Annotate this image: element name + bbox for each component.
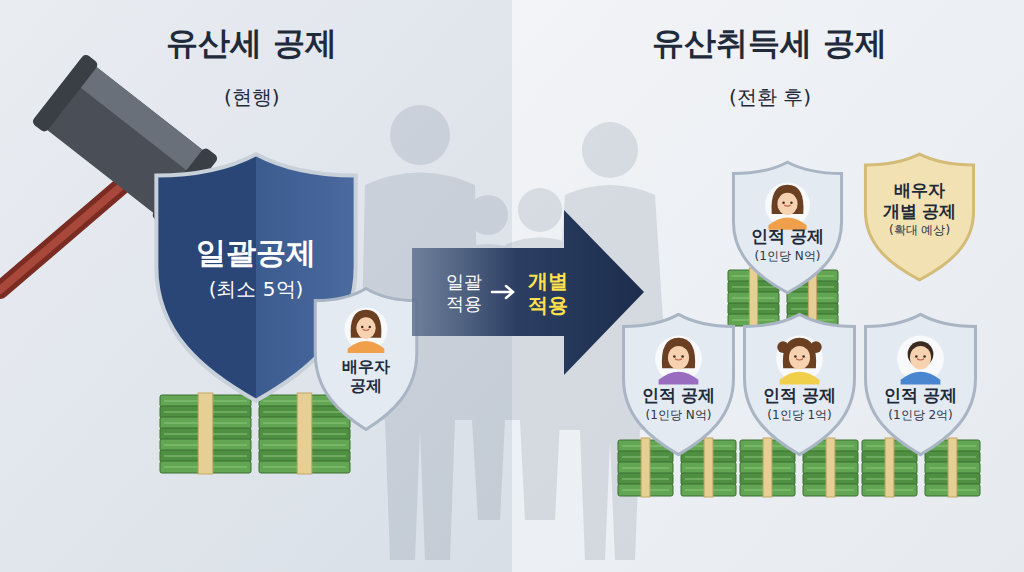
shield-title: 인적 공제 bbox=[642, 385, 716, 405]
section-title: 유산세 공제 bbox=[166, 22, 337, 66]
arrow-text: 일괄 적용 bbox=[442, 271, 485, 314]
shield-content: 인적 공제 (1인당 N억) bbox=[620, 378, 737, 429]
money-stack bbox=[160, 393, 350, 474]
shield-title: 인적 공제 bbox=[763, 385, 837, 405]
shield-content: 배우자 개별 공제 (확대 예상) bbox=[862, 166, 977, 252]
person-icon bbox=[620, 312, 737, 457]
shield-box: 배우자 개별 공제 (확대 예상) bbox=[862, 152, 977, 282]
shield-note: (확대 예상) bbox=[889, 223, 950, 237]
small-arrow bbox=[492, 286, 513, 298]
shield-content: 인적 공제 (1인당 1억) bbox=[741, 378, 858, 429]
shield-note: (1인당 N억) bbox=[646, 408, 712, 422]
shield-content: 인적 공제 (1인당 N억) bbox=[730, 220, 845, 269]
person-icon bbox=[655, 335, 702, 384]
person-icon bbox=[741, 312, 858, 457]
shield-title: 배우자 공제 bbox=[338, 357, 394, 395]
section-subtitle: (전환 후) bbox=[729, 84, 811, 111]
shield-note: (1인당 N억) bbox=[755, 249, 821, 263]
shield-box: 인적 공제 (1인당 2억) bbox=[862, 312, 979, 457]
person-icon bbox=[765, 183, 810, 230]
section-title: 유산취득세 공제 bbox=[652, 22, 887, 66]
shield-title: 인적 공제 bbox=[884, 385, 958, 405]
shield-title: 배우자 개별 공제 bbox=[880, 180, 958, 221]
transition-arrow: 일괄 적용 개별 적용 bbox=[412, 210, 644, 375]
shield-note: (1인당 2억) bbox=[888, 408, 952, 422]
person-icon bbox=[344, 308, 387, 353]
shield-box: 인적 공제 (1인당 1억) bbox=[741, 312, 858, 457]
shield-content: 배우자 공제 bbox=[312, 350, 420, 402]
section-subtitle: (현행) bbox=[224, 84, 280, 111]
shield-title: 일괄공제 bbox=[196, 235, 316, 271]
shield-box: 인적 공제 (1인당 N억) bbox=[730, 160, 845, 295]
person-icon bbox=[897, 335, 944, 384]
shield-box: 인적 공제 (1인당 N억) bbox=[620, 312, 737, 457]
shield-box: 배우자 공제 bbox=[312, 286, 420, 432]
person-icon bbox=[862, 312, 979, 457]
person-icon bbox=[776, 335, 823, 384]
shield-title: 인적 공제 bbox=[751, 226, 825, 246]
shield-content: 인적 공제 (1인당 2억) bbox=[862, 378, 979, 429]
arrow-text: 개별 적용 bbox=[524, 269, 572, 317]
shield-note: (최소 5억) bbox=[209, 277, 304, 301]
shield-note: (1인당 1억) bbox=[767, 408, 831, 422]
